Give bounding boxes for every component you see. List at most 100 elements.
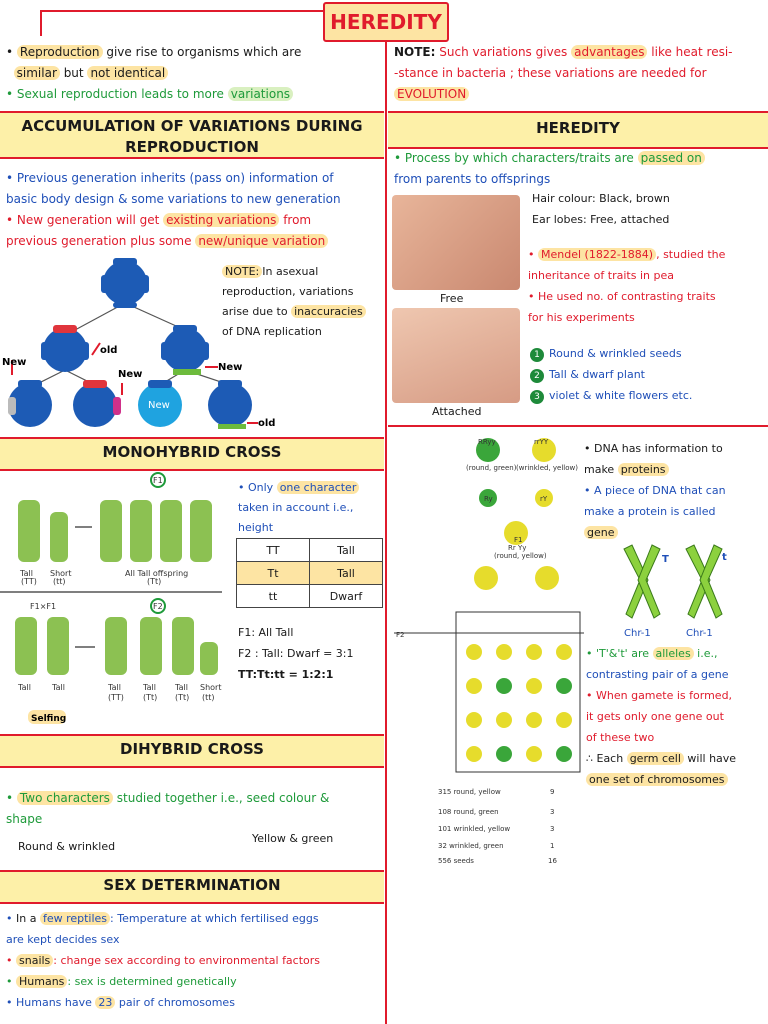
- dh-count-4: 32 wrinkled, green: [438, 842, 504, 850]
- dh-p1-desc: (round, green): [466, 464, 517, 472]
- gamete-l2: it gets only one gene out: [586, 710, 724, 723]
- dh-count-1: 315 round, yellow: [438, 788, 501, 796]
- hl-reproduction: Reproduction: [16, 45, 103, 59]
- acc-bullet-2-l1: • New generation will get existing varia…: [6, 213, 312, 227]
- sex-l1: • In a few reptiles: Temperature at whic…: [6, 912, 319, 925]
- variation-tree-figure: New old New New New old: [2, 258, 275, 429]
- accumulation-body: • Previous generation inherits (pass on)…: [6, 168, 382, 252]
- mono-cell: Dwarf: [309, 584, 383, 608]
- dh-gam2: rY: [540, 495, 548, 503]
- heredity-text-1: Process by which characters/traits are: [404, 151, 638, 165]
- alleles-text-a: 'T'&'t' are: [596, 647, 653, 660]
- label-new-1: New: [2, 357, 26, 368]
- note-top-text-2: like heat resi-: [647, 45, 733, 59]
- hl-advantages: advantages: [571, 45, 648, 59]
- chromosome-figure: T t Chr-1 Chr-1: [623, 544, 727, 639]
- mendel-text-b: , studied the: [656, 248, 726, 261]
- dihybrid-l2: shape: [6, 812, 43, 826]
- asexual-note-l3: arise due to inaccuracies: [222, 302, 384, 322]
- mono-desc: • Only one character taken in account i.…: [238, 478, 384, 538]
- chr-1b-label: Chr-1: [686, 628, 713, 639]
- trait-text-2: Tall & dwarf plant: [549, 368, 645, 381]
- label-old-1: old: [100, 345, 117, 356]
- sex-text-4b: : sex is determined genetically: [67, 975, 237, 988]
- dh-f1-label: F1: [514, 536, 522, 544]
- monohybrid-heading: MONOHYBRID CROSS: [0, 437, 384, 471]
- intro-text-2: but: [59, 66, 88, 80]
- mono-cell: tt: [236, 584, 310, 608]
- dihybrid-sub-2: Yellow & green: [252, 832, 334, 845]
- fig-tall-3: Tall: [51, 683, 65, 692]
- each-l2: one set of chromosomes: [586, 769, 766, 790]
- sex-text-1c: : Temperature at which fertilised eggs: [110, 912, 319, 925]
- label-old-2: old: [258, 418, 275, 429]
- alleles-text-c: i.e.,: [693, 647, 718, 660]
- asexual-note-l4: of DNA replication: [222, 325, 322, 338]
- punnett-seeds: [466, 644, 572, 762]
- hl-snails: snails: [16, 954, 54, 967]
- acc-b2-text-d: previous generation plus some: [6, 234, 196, 248]
- hl-23: 23: [95, 996, 116, 1009]
- dh-n-1: 9: [550, 788, 554, 796]
- dh-f1-desc: (round, yellow): [494, 552, 547, 560]
- dh-n-2: 3: [550, 808, 554, 816]
- hl-inaccuracies: inaccuracies: [291, 305, 366, 318]
- asexual-note-l1: NOTE:In asexual: [222, 262, 384, 282]
- intro-line-2: similar but not identical: [6, 63, 376, 84]
- mendel-l1: • Mendel (1822-1884), studied the: [528, 248, 726, 261]
- each-text-a: ∴ Each: [586, 752, 627, 765]
- acc-b2-text-c: from: [279, 213, 312, 227]
- alleles-block: • 'T'&'t' are alleles i.e., contrasting …: [586, 643, 766, 790]
- sex-text-1a: In a: [16, 912, 40, 925]
- mendel-trait-2: 2 Tall & dwarf plant: [530, 364, 766, 385]
- dihybrid-figure: RRyy rrYY (round, green) (wrinkled, yell…: [394, 438, 584, 865]
- trait-text-1: Round & wrinkled seeds: [549, 347, 682, 360]
- dna-block: • DNA has information to make proteins •…: [584, 438, 766, 543]
- hl-similar: similar: [13, 66, 60, 80]
- fig-tt-het-1: (Tt): [147, 577, 161, 586]
- mono-f1: F1: All Tall: [238, 626, 294, 639]
- each-l1: ∴ Each germ cell will have: [586, 748, 766, 769]
- fig-f2-label: F2: [153, 602, 163, 611]
- sex-heading: SEX DETERMINATION: [0, 870, 384, 904]
- dh-p2: rrYY: [534, 438, 549, 446]
- mono-cell: Tt: [236, 561, 310, 585]
- sex-l2: are kept decides sex: [6, 933, 120, 946]
- acc-b1-text-1: Previous generation inherits (pass on) i…: [16, 171, 334, 185]
- mendel-block: • Mendel (1822-1884), studied the inheri…: [528, 244, 764, 328]
- alleles-l2: contrasting pair of a gene: [586, 668, 729, 681]
- hl-one-character: one character: [276, 481, 360, 494]
- asexual-note: NOTE:In asexual reproduction, variations…: [222, 262, 384, 342]
- note-top: NOTE: Such variations gives advantages l…: [394, 42, 764, 105]
- mono-ratio: TT:Tt:tt = 1:2:1: [238, 668, 334, 681]
- acc-b2-text-a: New generation will get: [16, 213, 164, 227]
- dihybrid-body: • Two characters studied together i.e., …: [6, 788, 382, 830]
- hl-evolution: EVOLUTION: [394, 87, 470, 101]
- sex-l5: • Humans have 23 pair of chromosomes: [6, 996, 235, 1009]
- trait-num-2: 2: [530, 369, 544, 383]
- title-connector-down: [40, 10, 42, 36]
- dh-p1: RRyy: [478, 438, 496, 446]
- mono-desc-l1: • Only one character: [238, 478, 384, 498]
- sex-text-5a: Humans have: [16, 996, 96, 1009]
- dh-n-4: 1: [550, 842, 554, 850]
- trait-hair: Hair colour: Black, brown: [532, 192, 670, 205]
- alleles-l1: • 'T'&'t' are alleles i.e.,: [586, 647, 718, 660]
- dh-f1: Rr Yy: [508, 544, 526, 552]
- intro-line-3: • Sexual reproduction leads to more vari…: [6, 84, 376, 105]
- fig-tt-small-1: (tt): [53, 577, 66, 586]
- acc-bullet-1-l2: basic body design & some variations to n…: [6, 192, 341, 206]
- hl-germ-cell: germ cell: [626, 752, 684, 765]
- hl-one-set: one set of chromosomes: [586, 773, 728, 786]
- fig-tt-2: (TT): [108, 693, 124, 702]
- hl-mendel: Mendel (1822-1884): [538, 248, 657, 261]
- dihybrid-sub-1: Round & wrinkled: [18, 840, 116, 853]
- hl-new-unique: new/unique variation: [195, 234, 329, 248]
- heredity-body: • Process by which characters/traits are…: [394, 148, 764, 190]
- trait-earlobe: Ear lobes: Free, attached: [532, 213, 670, 226]
